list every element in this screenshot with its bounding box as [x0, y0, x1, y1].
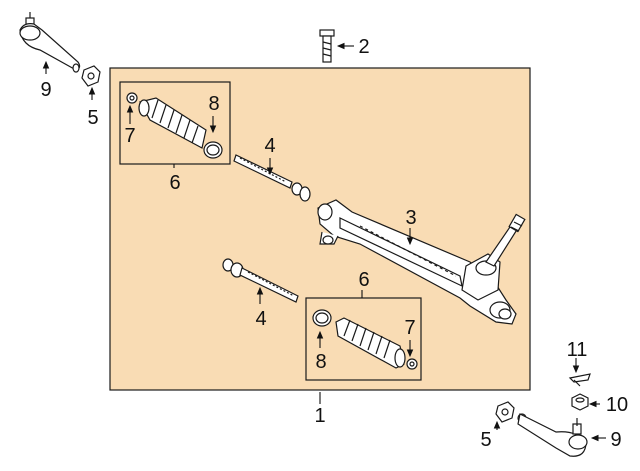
callout-4-upper: 4: [264, 135, 275, 157]
boot-upper: [138, 97, 207, 149]
inner-tie-rod-upper: [233, 154, 311, 202]
callout-6-lower: 6: [358, 269, 369, 291]
clamp-lower: [406, 358, 418, 370]
callout-11: 11: [567, 339, 588, 361]
tie-rod-end-right: [517, 413, 588, 457]
callout-8-upper: 8: [208, 93, 219, 115]
callout-3: 3: [405, 207, 416, 229]
ring-upper: [203, 141, 223, 159]
callout-8-lower: 8: [315, 351, 326, 373]
ring-lower: [312, 309, 332, 327]
tie-rod-end-left: [19, 12, 81, 73]
bolt: [319, 29, 335, 63]
boot-kit-box-upper: [119, 81, 231, 165]
callout-5-right: 5: [480, 429, 491, 451]
castle-nut: [571, 393, 589, 411]
leader-lines: [42, 42, 606, 442]
inner-tie-rod-lower: [222, 258, 299, 303]
callout-4-lower: 4: [255, 308, 266, 330]
callout-10: 10: [606, 394, 628, 416]
callout-7-upper: 7: [124, 125, 135, 147]
cotter-pin: [568, 373, 591, 387]
clamp-upper: [126, 92, 138, 104]
callout-9-right: 9: [610, 429, 621, 451]
callout-7-lower: 7: [404, 317, 415, 339]
callout-1: 1: [314, 405, 325, 427]
boot-lower: [335, 317, 406, 369]
steering-rack: [317, 199, 526, 325]
nut-right: [495, 401, 515, 423]
callout-2: 2: [358, 36, 369, 58]
callout-6-upper: 6: [169, 172, 180, 194]
callout-5-left: 5: [87, 107, 98, 129]
boot-kit-box-lower: [305, 297, 422, 381]
callout-9-left: 9: [40, 79, 51, 101]
nut-left: [81, 65, 101, 87]
